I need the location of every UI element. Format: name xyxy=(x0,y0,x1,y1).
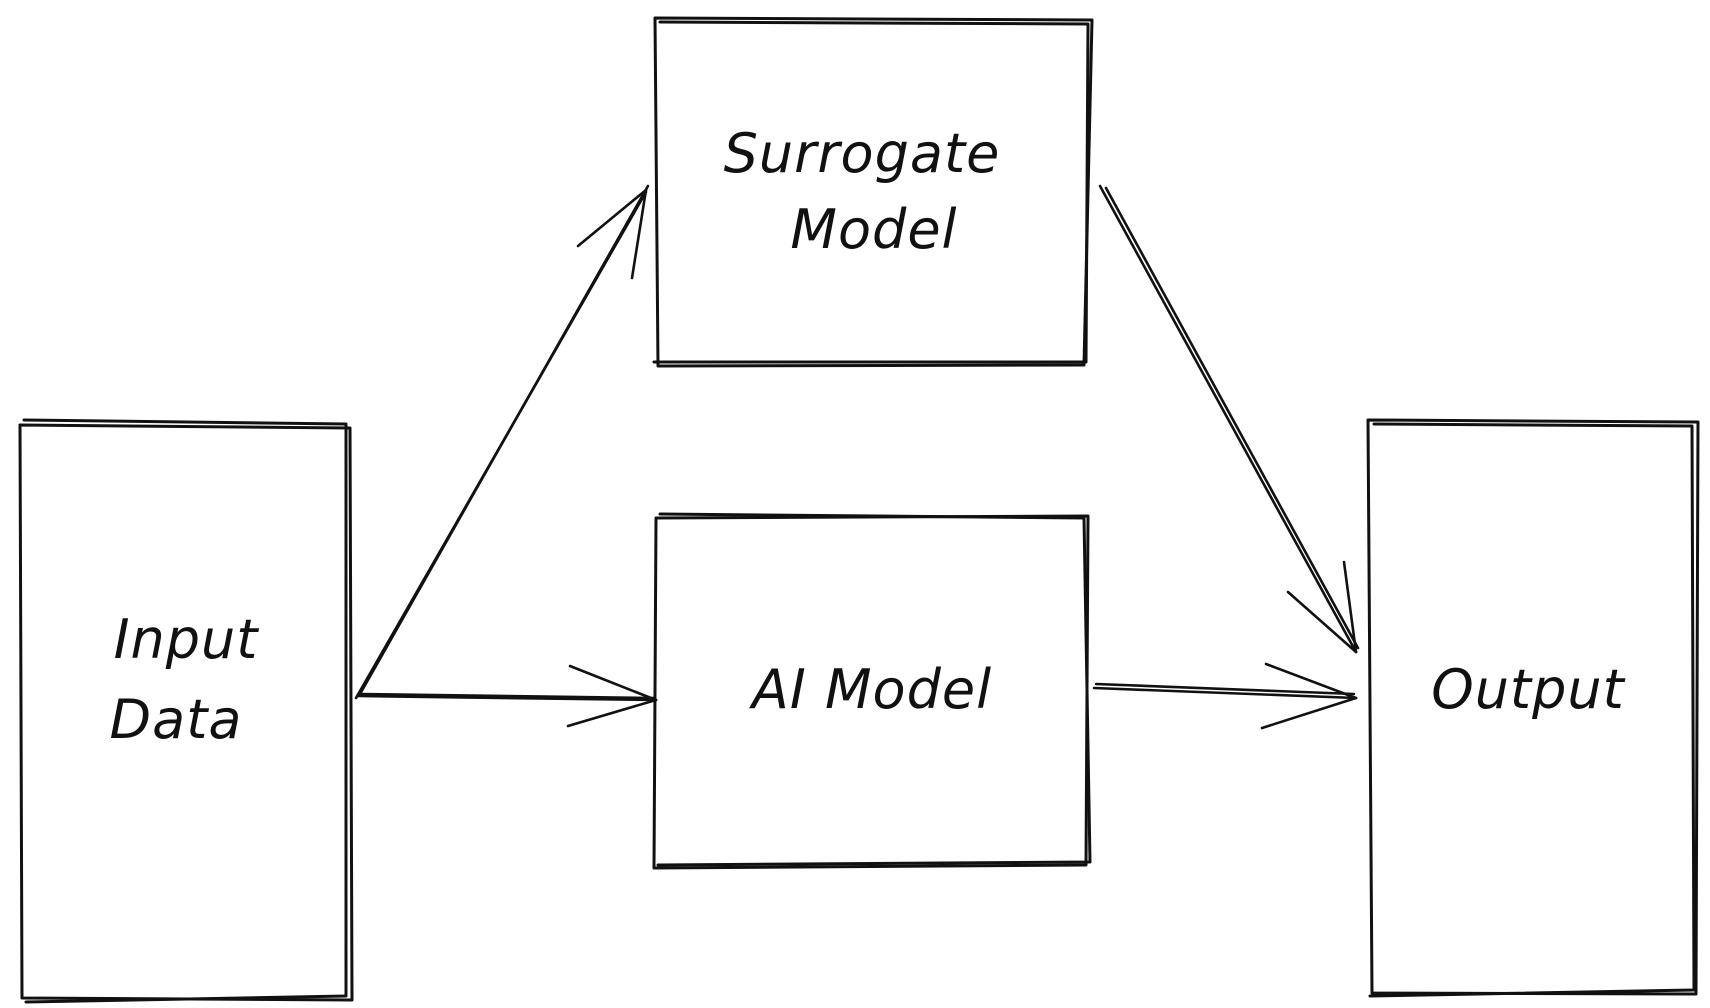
input-data-label-line2: Data xyxy=(110,688,243,751)
surrogate-model-label-line2: Model xyxy=(790,198,957,261)
output-label: Output xyxy=(1431,658,1625,721)
input-data-box: Input Data xyxy=(18,418,354,1004)
output-box: Output xyxy=(1366,418,1700,998)
ai-model-box: AI Model xyxy=(652,512,1092,870)
surrogate-model-box: Surrogate Model xyxy=(652,16,1094,368)
arrow-input-to-surrogate xyxy=(354,184,650,700)
input-data-label-line1: Input xyxy=(114,608,260,671)
ai-model-label: AI Model xyxy=(749,658,992,721)
arrow-input-to-ai-model xyxy=(356,664,658,728)
arrow-ai-model-to-output xyxy=(1092,662,1358,730)
arrow-surrogate-to-output xyxy=(1098,184,1360,654)
surrogate-model-label-line1: Surrogate xyxy=(724,122,1001,185)
